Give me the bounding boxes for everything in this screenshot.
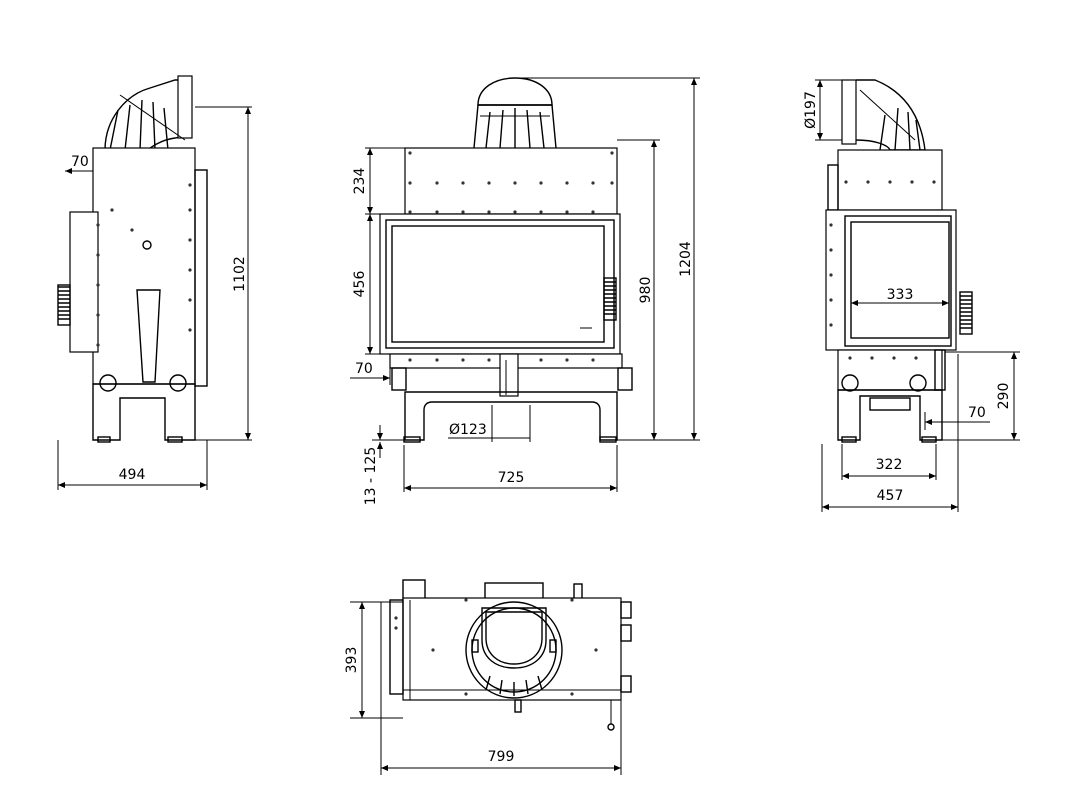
dim-top-width: 799 xyxy=(488,749,515,765)
dim-air-inlet-diameter: Ø123 xyxy=(449,422,487,438)
dim-leg-adjust: 13 - 125 xyxy=(363,447,379,506)
dim-side-right-width: 457 xyxy=(877,488,904,504)
dim-side-height: 1102 xyxy=(232,256,248,292)
dim-glass-width: 333 xyxy=(887,287,914,303)
dim-bottom-offset: 70 xyxy=(355,361,373,377)
dim-top-depth: 393 xyxy=(344,647,360,674)
dim-front-width: 725 xyxy=(498,470,525,486)
dim-flue-diameter: Ø197 xyxy=(803,91,819,129)
dim-glass-height: 456 xyxy=(352,271,368,298)
dim-total-height: 1204 xyxy=(678,241,694,277)
side-view-left: 70 1102 494 xyxy=(57,75,252,490)
side-view-right: Ø197 333 290 70 322 457 xyxy=(803,79,1020,512)
dim-air-inlet-offset: 70 xyxy=(968,405,986,421)
dim-flue-offset: 70 xyxy=(71,154,89,170)
dim-air-inlet-height: 290 xyxy=(996,383,1012,410)
dim-top-height: 234 xyxy=(352,168,368,195)
front-view: 234 456 70 13 - 125 Ø123 725 980 1204 xyxy=(350,77,700,506)
dim-door-top-height: 980 xyxy=(638,277,654,304)
top-view: 393 799 xyxy=(344,579,632,775)
dim-leg-span: 322 xyxy=(876,457,903,473)
dim-side-width: 494 xyxy=(119,467,146,483)
